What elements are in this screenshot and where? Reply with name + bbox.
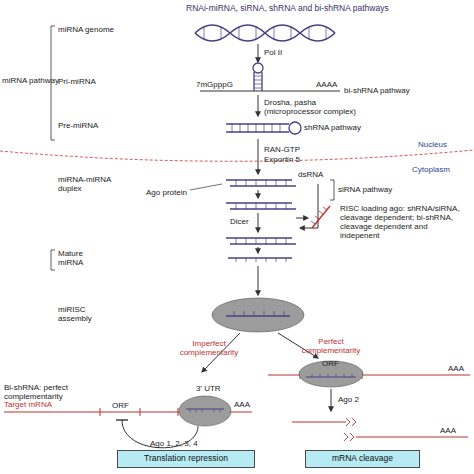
- bracket: [330, 180, 334, 200]
- risc-strand-ticks: [311, 207, 327, 224]
- annotation-label: Ago protein: [146, 189, 187, 198]
- process-arrow: [331, 389, 332, 411]
- annotation-label: RAN-GTP: [264, 146, 300, 155]
- annotation-label: AAA: [448, 365, 464, 374]
- dna-rungs: [204, 27, 326, 39]
- strand-ticks: [236, 258, 286, 262]
- box-text: Translation repression: [144, 454, 228, 463]
- annotation-label: Imperfect complementarity: [178, 340, 240, 358]
- hairpin-loop: [253, 63, 263, 73]
- annotation-label: Ago 1, 2, 3, 4: [150, 440, 198, 449]
- repression-complex: [179, 396, 231, 426]
- cleavage-complex: [299, 361, 363, 387]
- mature-mirna-strand: [226, 315, 290, 316]
- duplex-rungs: [236, 203, 286, 209]
- cleavage-break: [346, 418, 356, 426]
- hairpin-stem: [254, 72, 262, 91]
- strand-ticks: [312, 374, 352, 377]
- annotation-label: Pri-miRNA: [58, 78, 96, 87]
- duplex-rungs: [236, 180, 286, 186]
- cleavage-break: [344, 433, 354, 441]
- annotation-label: 3' UTR: [196, 385, 221, 394]
- annotation-label: miRNA genome: [58, 26, 114, 35]
- hairpin-loop: [289, 122, 301, 134]
- duplex-rungs: [236, 238, 286, 244]
- outcome-box: mRNA cleavage: [305, 450, 420, 468]
- annotation-label: shRNA pathway: [304, 124, 361, 133]
- annotation-label: Target mRNA: [4, 401, 52, 410]
- inhibition-bar: [116, 419, 128, 420]
- annotation-label: dsRNA: [298, 171, 323, 180]
- annotation-label: AAA: [234, 401, 250, 410]
- annotation-label: Nucleus: [418, 141, 447, 150]
- outcome-box: Translation repression: [117, 450, 255, 468]
- annotation-label: Ago 2: [338, 396, 359, 405]
- target-mrna-line: [268, 374, 470, 375]
- annotation-label: Mature miRNA: [58, 250, 98, 268]
- annotation-label: 7mGpppG: [196, 81, 233, 90]
- process-arrow: [258, 190, 259, 198]
- process-arrow: [258, 139, 259, 174]
- annotation-label: miRNA pathway: [2, 77, 59, 86]
- annotation-label: Exportin 5: [264, 156, 300, 165]
- hairpin-stem: [226, 124, 289, 132]
- annotation-label: Cytoplasm: [412, 166, 450, 175]
- dna-strand: [195, 25, 335, 41]
- annotation-label: Pol II: [264, 49, 282, 58]
- box-text: mRNA cleavage: [332, 454, 393, 463]
- strand-ticks: [190, 409, 220, 412]
- annotation-label: Dicer: [230, 218, 249, 227]
- cleaved-fragment: [292, 421, 346, 422]
- bracket: [51, 250, 55, 270]
- annotation-label: Perfect complementarity: [300, 338, 362, 356]
- annotation-label: miRNA-miRNA duplex: [58, 176, 113, 194]
- process-arrow: [258, 247, 259, 253]
- rna-duplex: [226, 180, 296, 186]
- orf-marks: [100, 408, 178, 416]
- annotation-label: RISC loading ago: shRNA/siRNA, cleavage …: [340, 205, 468, 241]
- mirisc-complex: [212, 298, 304, 332]
- annotation-label: ORF: [112, 402, 129, 411]
- annotation-label: Pre-miRNA: [58, 122, 98, 131]
- annotation-label: miRISC assembly: [58, 306, 103, 324]
- mature-mirna-strand: [228, 257, 292, 258]
- strand-ticks: [234, 311, 284, 316]
- diagram-title: RNAi-miRNA, siRNA, shRNA and bi-shRNA pa…: [186, 3, 389, 13]
- process-arrow: [258, 213, 259, 232]
- bound-mirna: [306, 376, 356, 377]
- annotation-label: bi-shRNA pathway: [344, 87, 410, 96]
- process-arrow: [296, 218, 308, 219]
- risc-strand: [312, 206, 330, 228]
- process-arrow: [258, 44, 259, 62]
- hairpin-rungs: [254, 76, 262, 88]
- process-arrow: [258, 95, 259, 116]
- annotation-label: AAAA: [316, 81, 337, 90]
- cleaved-fragment: [356, 436, 468, 437]
- dna-strand: [195, 25, 335, 41]
- rna-duplex: [226, 203, 296, 209]
- process-arrow: [300, 184, 318, 228]
- rna-duplex: [226, 238, 296, 244]
- annotation-label: Bi-shRNA: perfect complementarity: [4, 384, 79, 402]
- nuclear-membrane: [0, 150, 474, 161]
- annotation-label: ORF: [322, 360, 339, 369]
- annotation-label: Drosha, pasha (microprocessor complex): [264, 99, 369, 117]
- annotation-label: siRNA pathway: [338, 186, 392, 195]
- hairpin-rungs: [232, 124, 280, 132]
- annotation-label: AAA: [440, 427, 456, 436]
- leader-line: [190, 184, 222, 190]
- process-arrow: [258, 266, 259, 295]
- bound-mirna: [186, 408, 224, 409]
- rna-strand: [200, 91, 340, 92]
